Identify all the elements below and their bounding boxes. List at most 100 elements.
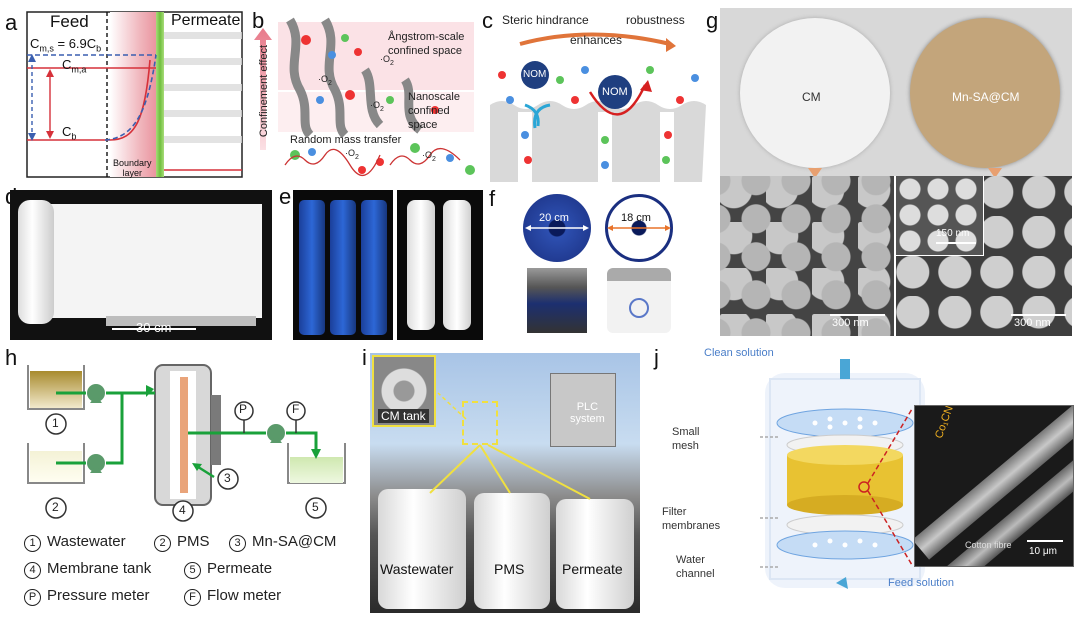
panel-a: a [0, 0, 250, 188]
cotton-fibre-label: Cotton fibre [965, 540, 1012, 550]
diameter-20cm: 20 cm [539, 212, 569, 224]
boundary-line1: Boundary [113, 158, 152, 168]
pilot-photo: CM tank PLC system Wastewater PMS Permea… [370, 353, 640, 613]
feed-solution-label: Feed solution [888, 577, 955, 589]
device-white-logo [629, 298, 649, 318]
sem-fibre-image: Co₁CNCl/S Cotton fibre 10 μm [914, 405, 1074, 567]
panel-g: g CM Mn-SA@CM 300 nm 150 nm 300 nm [706, 0, 1080, 340]
panel-g-label: g [706, 8, 719, 33]
boundary-layer-label: Boundary layer [113, 158, 152, 178]
water-line2: channel [676, 568, 715, 580]
panel-a-label: a [5, 10, 18, 35]
o2-label-5: ·O2 [422, 150, 436, 163]
o2-sub-1: 2 [328, 79, 332, 87]
panel-c-label: c [482, 8, 493, 33]
o2-label-3: ·O2 [370, 100, 384, 113]
diameter-arrows [525, 225, 671, 231]
panel-i: i CM tank PLC system Wastewater PMS Perm… [360, 343, 650, 617]
angstrom-line2: confined space [388, 45, 462, 57]
nom-label-1: NOM [523, 69, 547, 80]
pressure-meter-symbol: P [239, 402, 248, 416]
small-mesh-label: Small mesh [672, 425, 700, 453]
o2-sub-3: 2 [380, 105, 384, 113]
filter-line1: Filter [662, 506, 687, 518]
flow-meter-symbol: F [292, 402, 300, 416]
barrel-permeate [556, 499, 634, 609]
blue-module-2 [330, 200, 356, 335]
steric-label: Steric hindrance [502, 13, 589, 27]
legend-text-4: Membrane tank [47, 560, 152, 577]
tank-1-number: 1 [52, 416, 59, 430]
cms-eq: = 6.9C [53, 36, 97, 51]
filter-line2: membranes [662, 520, 721, 532]
o2-text-5: ·O [422, 150, 432, 160]
ruler [106, 316, 256, 326]
small-mesh-line2: mesh [672, 440, 699, 452]
tank-5-number: 5 [312, 500, 319, 514]
legend-num-4: 4 [24, 562, 41, 579]
plc-line1: PLC [576, 401, 599, 413]
legend-text-3: Mn-SA@CM [252, 533, 337, 550]
sem-image-cm: 300 nm [720, 176, 894, 336]
legend-num-3: 3 [229, 535, 246, 552]
blue-module-3 [361, 200, 387, 335]
scale-line [112, 328, 196, 330]
cms-sub: m,s [39, 43, 54, 54]
boundary-line2: layer [122, 168, 143, 178]
inset-scale-bar [936, 242, 976, 244]
cma-main: C [62, 57, 72, 72]
legend-text-5: Permeate [207, 560, 273, 577]
membrane-roll [18, 200, 54, 324]
sem-inset [896, 176, 984, 256]
permeate-label: Permeate [171, 12, 241, 29]
legend-num-1: 1 [24, 535, 41, 552]
plc-cabinet [550, 373, 616, 447]
tank-2-number: 2 [52, 500, 59, 514]
o2-text-1: ·O [318, 74, 328, 84]
robustness-label: robustness [626, 13, 685, 27]
legend-item-1: 1 Wastewater [24, 533, 126, 552]
panel-d: d 30 cm [0, 184, 275, 343]
o2-label-4: ·O2 [345, 148, 359, 161]
fibre-scale-bar [1027, 540, 1063, 542]
membrane-sheet [40, 204, 262, 318]
sem-texture [720, 176, 894, 336]
filter-stack-diagram [760, 359, 925, 589]
membrane-3-number: 3 [224, 471, 231, 485]
random-mass-label: Random mass transfer [290, 134, 402, 146]
mnsa-disc-label: Mn-SA@CM [952, 90, 1020, 104]
clean-solution-label: Clean solution [704, 347, 774, 359]
diameter-18cm: 18 cm [621, 212, 651, 224]
scale-bar-1 [830, 314, 885, 316]
inset-scale-label: 150 nm [936, 228, 970, 239]
sem-image-mnsa: 150 nm 300 nm [896, 176, 1072, 336]
panel-h-label: h [5, 345, 18, 370]
o2-label-1: ·O2 [318, 74, 332, 87]
arrow-cm-icon [808, 168, 822, 176]
scale-bar-2 [1011, 314, 1066, 316]
legend-text-6: Pressure meter [47, 587, 150, 604]
connection-arrows [429, 392, 591, 500]
plc-line2: system [570, 413, 605, 425]
o2-sub-5: 2 [432, 155, 436, 163]
legend-text-1: Wastewater [47, 533, 126, 550]
cb-sub: b [71, 131, 77, 142]
legend-item-3: 3 Mn-SA@CM [229, 533, 336, 552]
tank-4-number: 4 [179, 503, 186, 517]
legend-item-4: 4 Membrane tank [24, 560, 151, 579]
o2-text-2: ·O [380, 54, 390, 64]
panel-j: j Clean solution Small mesh Filter membr… [650, 343, 1080, 617]
enhances-label: enhances [570, 33, 623, 47]
panel-c: c Steric hindrance robustness enhances N… [480, 0, 712, 188]
nano-line1: Nanoscale [408, 91, 460, 103]
cms-eq-sub: b [96, 43, 102, 54]
panel-b-label: b [252, 8, 265, 33]
barrel-wastewater [378, 489, 466, 609]
barrel-label-permeate: Permeate [562, 561, 623, 577]
scale-label-2: 300 nm [1014, 317, 1051, 329]
filter-membranes-label: Filter membranes [662, 505, 720, 533]
cb-label: Cb [62, 124, 76, 142]
panel-i-label: i [362, 345, 367, 370]
